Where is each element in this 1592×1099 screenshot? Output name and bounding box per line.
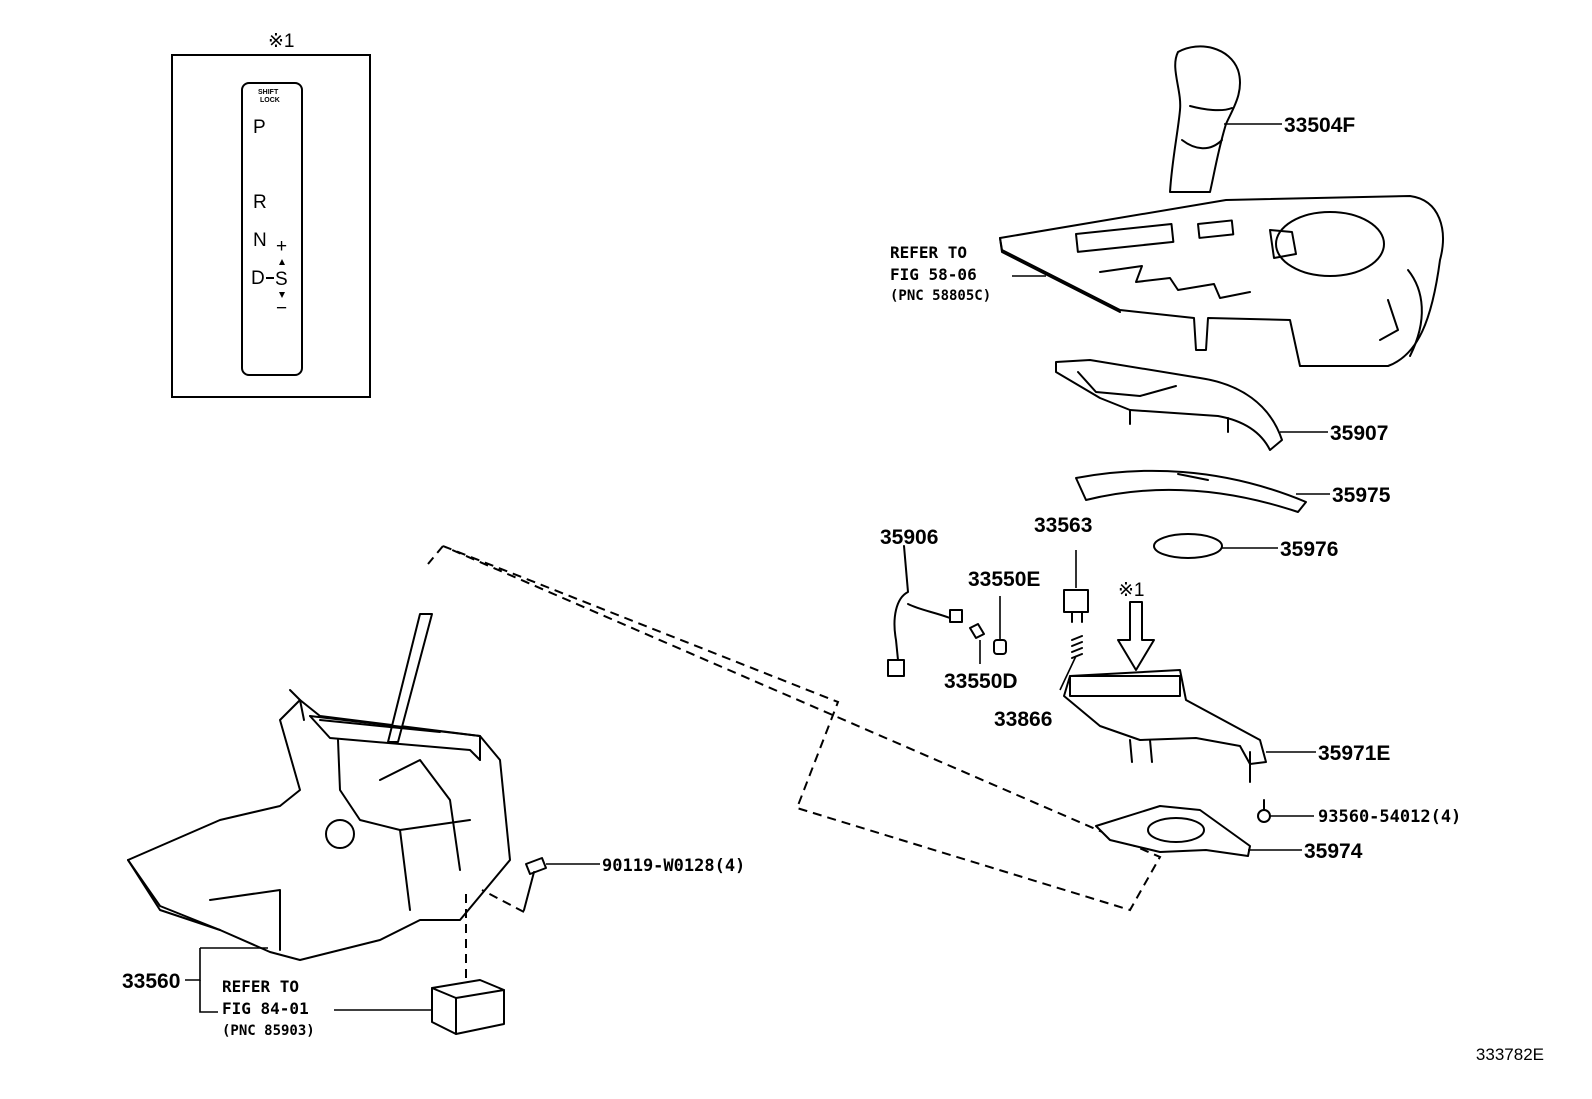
gate-d: D [251,268,265,289]
part-label-35971E: 35971E [1318,742,1390,765]
small-parts-cluster [969,550,1089,691]
screw-93560 [1257,799,1314,823]
part-label-35907: 35907 [1330,422,1388,445]
shift-lever-assembly-33560 [127,613,511,961]
part-label-35974: 35974 [1304,840,1363,863]
disc-35976 [1153,533,1278,559]
part-label-90119: 90119-W0128(4) [602,856,745,876]
control-module [334,894,505,1035]
inset-marker: ※1 [268,31,295,52]
screw-90119 [481,857,600,913]
part-label-35975: 35975 [1332,484,1391,507]
gate-minus: − [276,298,287,319]
part-label-35906: 35906 [880,526,938,549]
refer-bottom-line3: (PNC 85903) [222,1023,315,1039]
gate-p: P [253,117,266,138]
shift-gate-inset: ※1 SHIFT LOCK P R N D S + − [171,31,371,398]
gate-s: S [275,269,288,290]
refer-top-line1: REFER TO [890,243,967,262]
gate-down-arrow-icon [279,292,285,298]
gate-plate [241,82,303,376]
leader-33560 [185,948,201,981]
gate-r: R [253,192,267,213]
part-label-93560: 93560-54012(4) [1318,807,1461,827]
shift-lock-label-1: SHIFT [258,89,279,96]
part-label-33550E: 33550E [968,568,1040,591]
gate-plus: + [276,236,287,257]
view-arrow: ※1 [1117,580,1155,671]
shift-knob-33504F [1169,45,1282,193]
part-label-33504F: 33504F [1284,114,1355,137]
exploded-boundary [442,545,1162,912]
slide-strip-35975 [1075,469,1330,513]
refer-top-line2: FIG 58-06 [890,265,977,284]
refer-bottom-line2: FIG 84-01 [222,999,309,1018]
part-label-33563: 33563 [1034,514,1092,537]
refer-bottom-line1: REFER TO [222,977,299,996]
harness-35906 [887,545,963,677]
base-35971E [1063,669,1316,783]
trim-plate-35907 [1055,359,1328,451]
shift-lock-label-2: LOCK [260,97,280,104]
gate-n: N [253,230,267,251]
part-label-35976: 35976 [1280,538,1338,561]
part-label-33550D: 33550D [944,670,1018,693]
arrow-marker: ※1 [1118,580,1145,601]
gate-up-arrow-icon [279,259,285,265]
base-plate-35974 [1095,805,1302,857]
console-panel [999,195,1444,367]
leader-33560-bracket [199,980,218,1013]
refer-top-line3: (PNC 58805C) [890,288,991,304]
part-label-33560: 33560 [122,970,180,993]
part-label-33866: 33866 [994,708,1052,731]
diagram-id: 333782E [1475,1045,1544,1064]
